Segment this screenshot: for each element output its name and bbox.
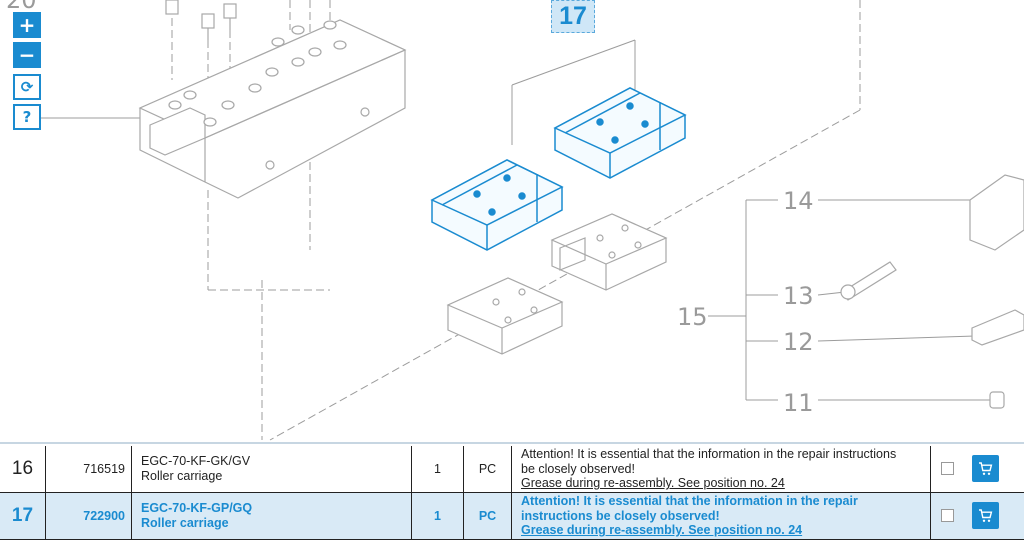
position-label-20[interactable]: 20: [6, 0, 37, 14]
unit-cell: PC: [464, 493, 512, 539]
help-button[interactable]: ?: [13, 104, 41, 130]
parts-table: 16 716519 EGC-70-KF-GK/GV Roller carriag…: [0, 442, 1024, 545]
position-label-14[interactable]: 14: [783, 187, 814, 215]
part-description: Roller carriage: [141, 469, 223, 483]
part-description: Roller carriage: [141, 516, 229, 530]
table-row-selected[interactable]: 17 722900 EGC-70-KF-GP/GQ Roller carriag…: [0, 493, 1024, 540]
add-to-cart-button[interactable]: [972, 455, 999, 482]
unit-cell: PC: [464, 446, 512, 492]
select-checkbox[interactable]: [941, 462, 954, 475]
type-code: EGC-70-KF-GP/GQ: [141, 501, 253, 515]
zoom-in-button[interactable]: +: [13, 12, 41, 38]
note-link[interactable]: Grease during re-assembly. See position …: [521, 476, 785, 491]
position-label-12[interactable]: 12: [783, 328, 814, 356]
add-to-cart-button[interactable]: [972, 502, 999, 529]
cart-icon: [979, 461, 993, 475]
position-cell: 16: [0, 446, 46, 492]
reset-view-button[interactable]: ⟳: [13, 74, 41, 100]
note-cell: Attention! It is essential that the info…: [512, 446, 931, 492]
exploded-view-diagram[interactable]: [0, 0, 1024, 442]
note-cell: Attention! It is essential that the info…: [512, 493, 931, 539]
actions-cell: [931, 446, 1024, 492]
highlighted-part-17: [430, 87, 687, 251]
position-label-15[interactable]: 15: [677, 303, 708, 331]
position-label-13[interactable]: 13: [783, 282, 814, 310]
select-checkbox[interactable]: [941, 509, 954, 522]
table-row[interactable]: 16 716519 EGC-70-KF-GK/GV Roller carriag…: [0, 446, 1024, 493]
selected-position-label[interactable]: 17: [551, 0, 595, 33]
help-icon: ?: [22, 108, 32, 126]
note-line: be closely observed!: [521, 461, 635, 476]
refresh-icon: ⟳: [20, 78, 34, 96]
zoom-out-button[interactable]: −: [13, 42, 41, 68]
description-cell: EGC-70-KF-GP/GQ Roller carriage: [132, 493, 412, 539]
note-line: instructions be closely observed!: [521, 508, 720, 523]
note-line: Attention! It is essential that the info…: [521, 447, 897, 462]
quantity-cell: 1: [412, 446, 464, 492]
note-line: Attention! It is essential that the info…: [521, 494, 858, 509]
position-cell: 17: [0, 493, 46, 539]
description-cell: EGC-70-KF-GK/GV Roller carriage: [132, 446, 412, 492]
part-number-cell: 716519: [46, 446, 132, 492]
note-link[interactable]: Grease during re-assembly. See position …: [521, 523, 803, 538]
position-label-11[interactable]: 11: [783, 389, 814, 417]
actions-cell: [931, 493, 1024, 539]
type-code: EGC-70-KF-GK/GV: [141, 454, 251, 468]
quantity-cell: 1: [412, 493, 464, 539]
part-number-cell: 722900: [46, 493, 132, 539]
cart-icon: [979, 508, 993, 522]
